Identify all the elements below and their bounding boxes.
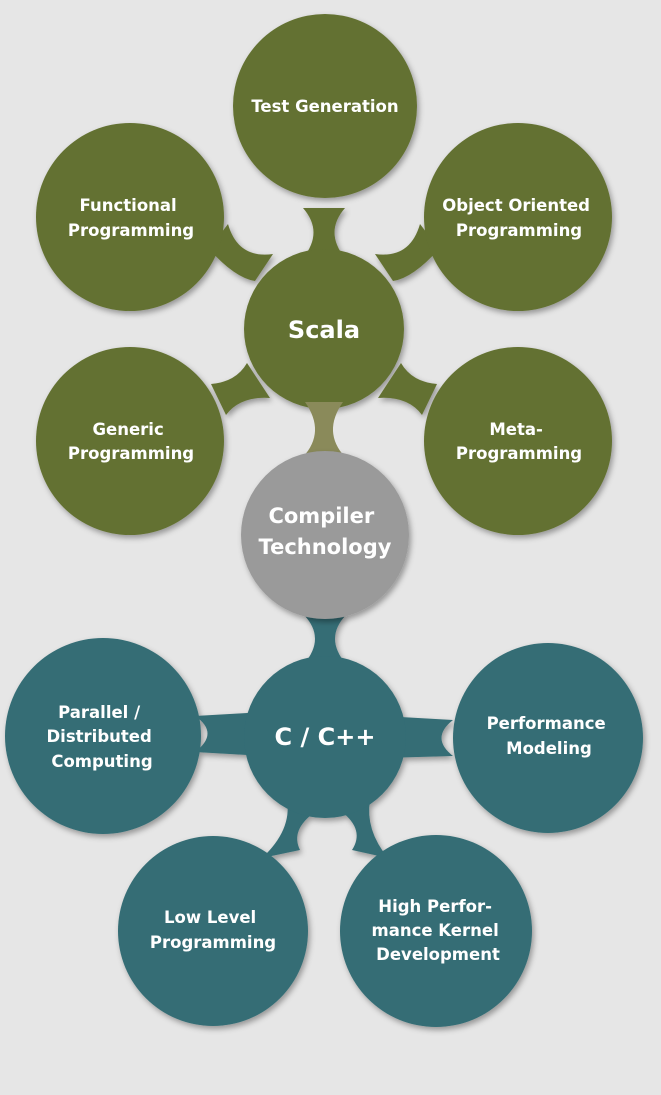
connector-scala-compiler <box>303 402 345 457</box>
label-performance-modeling: Performance Modeling <box>487 714 612 758</box>
label-scala-hub: Scala <box>288 316 360 344</box>
label-generic-programming: Generic Programming <box>68 420 194 463</box>
connector-scala-object-oriented-programming <box>375 224 439 281</box>
label-cpp-hub: C / C++ <box>275 723 376 751</box>
satellite-circle-generic-programming <box>36 347 224 535</box>
connector-compiler-cpp <box>304 615 346 664</box>
satellite-circle-test-generation <box>233 14 417 198</box>
label-compiler-technology: Compiler Technology <box>259 504 392 559</box>
scala-cluster <box>36 14 612 535</box>
satellite-circle-meta-programming <box>424 347 612 535</box>
satellite-circle-object-oriented-programming <box>424 123 612 311</box>
hub-circle-scala <box>244 249 404 409</box>
label-functional-programming: Functional Programming <box>68 196 194 240</box>
hub-circle-cpp <box>244 656 406 818</box>
satellite-circle-parallel-distributed-computing <box>5 638 201 834</box>
connector-scala-functional-programming <box>209 224 273 281</box>
label-high-performance-kernel-development: High Perfor- mance Kernel Development <box>372 897 505 964</box>
satellite-circle-low-level-programming <box>118 836 308 1026</box>
satellite-circle-functional-programming <box>36 123 224 311</box>
compiler-technology-circle <box>241 451 409 619</box>
label-object-oriented-programming: Object Oriented Programming <box>442 196 596 240</box>
cpp-cluster <box>5 615 643 1027</box>
connector-scala-generic-programming <box>211 363 270 415</box>
label-test-generation: Test Generation <box>251 97 398 116</box>
compiler-technology-node <box>241 451 409 619</box>
label-meta-programming: Meta- Programming <box>456 420 582 463</box>
satellite-circle-performance-modeling <box>453 643 643 833</box>
label-parallel-distributed-computing: Parallel / Distributed Computing <box>46 703 157 771</box>
satellite-circle-high-performance-kernel-development <box>340 835 532 1027</box>
connector-cpp-high-performance-kernel-development <box>342 800 388 858</box>
connector-scala-test-generation <box>303 208 345 258</box>
connector-scala-meta-programming <box>378 363 437 415</box>
label-low-level-programming: Low Level Programming <box>150 908 276 952</box>
